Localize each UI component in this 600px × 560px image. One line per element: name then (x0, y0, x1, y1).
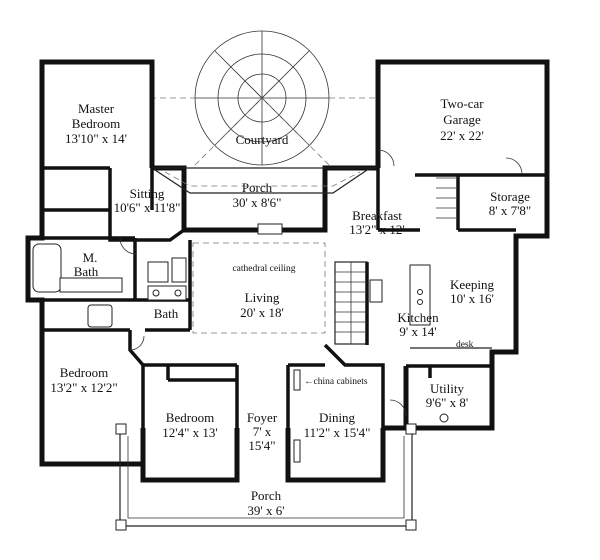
stairs (335, 177, 458, 344)
foyer-label: Foyer (247, 410, 278, 425)
keeping-label: Keeping (450, 277, 495, 292)
m-bath-label-1: M. (83, 250, 98, 265)
front-porch (115, 423, 417, 531)
bedroom-left-size: 13'2" x 12'2" (50, 380, 117, 395)
storage-label: Storage (490, 189, 530, 204)
kitchen-fixtures (257, 223, 492, 463)
keeping-size: 10' x 16' (450, 291, 494, 306)
front-porch-size: 39' x 6' (247, 503, 284, 518)
desk-label: desk (456, 340, 474, 350)
utility-size: 9'6" x 8' (426, 395, 469, 410)
living-dashed-outline (192, 242, 326, 334)
utility-label: Utility (430, 381, 464, 396)
bedroom-front-label: Bedroom (166, 410, 214, 425)
kitchen-label: Kitchen (397, 310, 439, 325)
courtyard-circle (150, 30, 375, 166)
living-label: Living (245, 290, 280, 305)
bathroom-fixtures (32, 243, 449, 423)
living-note: cathedral ceiling (232, 264, 295, 274)
breakfast-label: Breakfast (352, 208, 402, 223)
front-porch-label: Porch (251, 488, 282, 503)
dining-label: Dining (319, 410, 356, 425)
sitting-label: Sitting (130, 186, 165, 201)
dining-size: 11'2" x 15'4" (304, 425, 371, 440)
foyer-size-2: 15'4" (248, 438, 275, 453)
china-cabinets-note: ←china cabinets (304, 377, 368, 387)
garage-label-2: Garage (443, 112, 481, 127)
room-labels: Master Bedroom 13'10" x 14' Courtyard Tw… (50, 96, 531, 518)
breakfast-size: 13'2" x 12' (349, 222, 405, 237)
garage-size: 22' x 22' (440, 128, 484, 143)
rear-porch-label: Porch (242, 180, 273, 195)
rear-porch (151, 167, 371, 194)
sitting-size: 10'6" x 11'8" (114, 200, 181, 215)
master-bedroom-label-2: Bedroom (72, 116, 120, 131)
master-bedroom-size: 13'10" x 14' (65, 131, 127, 146)
bedroom-left-label: Bedroom (60, 365, 108, 380)
garage-label-1: Two-car (440, 96, 484, 111)
kitchen-size: 9' x 14' (399, 324, 436, 339)
door-swings (119, 149, 523, 417)
m-bath-label-2: Bath (74, 264, 99, 279)
storage-size: 8' x 7'8" (489, 203, 532, 218)
foyer-size-1: 7' x (253, 424, 272, 439)
bedroom-front-size: 12'4" x 13' (162, 425, 218, 440)
master-bedroom-label-1: Master (78, 101, 115, 116)
rear-porch-size: 30' x 8'6" (233, 195, 282, 210)
courtyard-label: Courtyard (236, 132, 289, 147)
living-size: 20' x 18' (240, 305, 284, 320)
bath-label: Bath (154, 306, 179, 321)
